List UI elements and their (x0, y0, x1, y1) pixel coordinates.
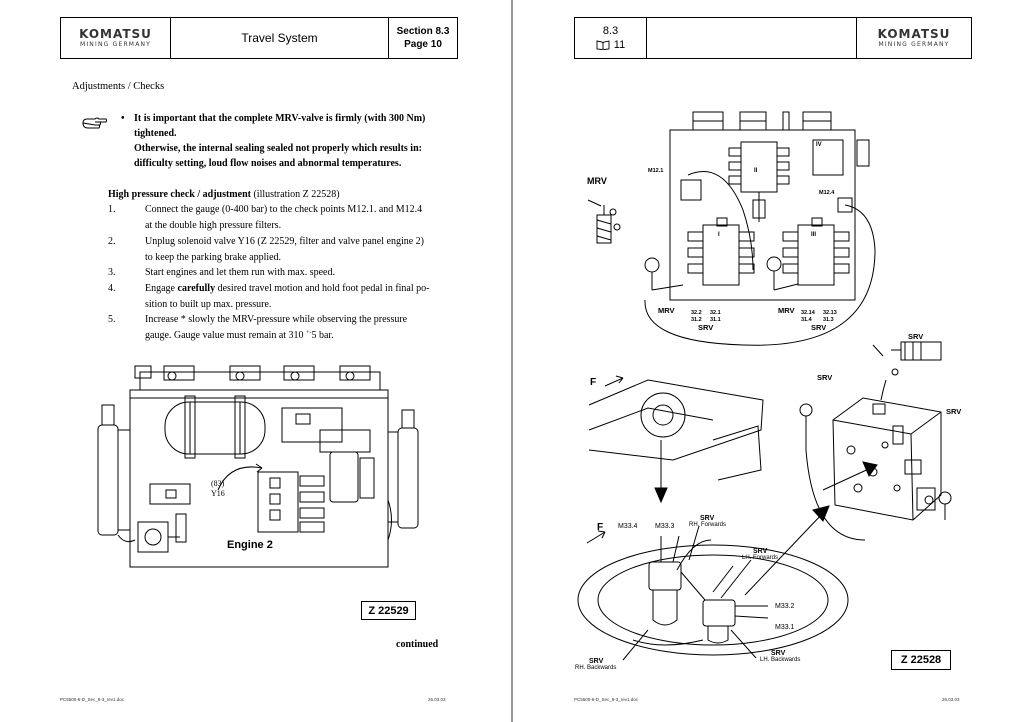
footer-filename: PC5500-6-D_Sec_8-3_rev1.doc (60, 697, 125, 702)
label-srv-block-top: SRV (817, 373, 833, 382)
label-32-2: 32.2 (691, 310, 702, 316)
step-text: Start engines and let them run with max.… (145, 267, 335, 278)
filter-valve-panel-illustration (97, 365, 419, 568)
check-subheading: High pressure check / adjustment (illust… (108, 189, 340, 200)
label-31-4: 31.4 (801, 317, 812, 323)
figure-id-z22529: Z 22529 (361, 601, 416, 620)
label-srv-rh-backwards: SRV (589, 658, 604, 665)
label-mrv: MRV (587, 176, 607, 186)
label-roman-3: III (811, 232, 817, 238)
label-srv-detail: SRV (908, 332, 924, 341)
step-number: 4. (108, 283, 116, 294)
komatsu-logo: KOMATSU MINING GERMANY (61, 18, 171, 58)
step-text: Increase * slowly the MRV-pressure while… (145, 314, 408, 341)
left-page-header: KOMATSU MINING GERMANY Travel System Sec… (60, 17, 458, 59)
label-srv-rh-forwards: SRV (700, 515, 715, 522)
label-31-1: 31.1 (710, 317, 721, 323)
label-f-bottom: F (597, 522, 604, 533)
header-blank (647, 18, 857, 58)
label-roman-2: II (754, 168, 758, 174)
label-srv-panel-1: SRV (698, 323, 714, 332)
step-text: Engage carefully desired travel motion a… (145, 283, 430, 310)
section-page-ref: Section 8.3 Page 10 (396, 26, 450, 50)
label-m33-3: M33.3 (655, 523, 675, 530)
label-rh-forwards: RH. Forwards (689, 522, 727, 528)
label-roman-4: IV (816, 142, 822, 148)
label-m33-1: M33.1 (775, 624, 795, 631)
callout-83: (83) (211, 479, 225, 488)
footer-date: 26.03.03 (942, 697, 960, 702)
left-page: KOMATSU MINING GERMANY Travel System Sec… (0, 0, 511, 722)
step-number: 3. (108, 267, 116, 278)
label-srv-lh-backwards: SRV (771, 650, 786, 657)
label-srv-block-right: SRV (946, 407, 962, 416)
section-title: Travel System (171, 18, 389, 58)
label-roman-1: I (718, 232, 720, 238)
notice-bullet: • (121, 113, 125, 124)
step-number: 2. (108, 236, 116, 247)
label-32-14: 32.14 (801, 310, 815, 316)
footer-date: 26.03.03 (428, 697, 446, 702)
hydraulic-schematic-illustration (577, 111, 952, 661)
label-srv-lh-forwards: SRV (753, 548, 768, 555)
label-mrv-panel-2: MRV (778, 306, 795, 315)
step-number: 1. (108, 204, 116, 215)
section-page-ref: 8.3 11 (575, 18, 647, 58)
step-text: Unplug solenoid valve Y16 (Z 22529, filt… (145, 236, 424, 263)
label-32-13: 32.13 (823, 310, 837, 316)
label-m33-4: M33.4 (618, 523, 638, 530)
label-lh-forwards: LH. Forwards (742, 555, 779, 561)
label-m121: M12.1 (648, 168, 664, 174)
right-page: 8.3 11 KOMATSU MINING GERMANY (513, 0, 1024, 722)
label-srv-panel-2: SRV (811, 323, 827, 332)
notice-text: It is important that the complete MRV-va… (134, 113, 426, 169)
footer-filename: PC5500-6-D_Sec_8-3_rev1.doc (574, 697, 639, 702)
page-heading: Adjustments / Checks (72, 81, 165, 92)
komatsu-logo: KOMATSU MINING GERMANY (877, 27, 951, 48)
label-lh-backwards: LH. Backwards (760, 657, 801, 663)
callout-y16: Y16 (211, 489, 225, 498)
right-page-header: 8.3 11 KOMATSU MINING GERMANY (574, 17, 972, 59)
label-31-3: 31.3 (823, 317, 834, 323)
engine-label: Engine 2 (227, 539, 273, 551)
page-divider (511, 0, 513, 722)
label-m124: M12.4 (819, 190, 835, 196)
step-number: 5. (108, 314, 116, 325)
label-m33-2: M33.2 (775, 603, 795, 610)
label-31-2: 31.2 (691, 317, 702, 323)
label-32-1: 32.1 (710, 310, 721, 316)
continued-label: continued (396, 639, 439, 650)
label-f-top: F (590, 377, 597, 388)
step-text: Connect the gauge (0-400 bar) to the che… (145, 204, 423, 231)
pointing-hand-icon (82, 117, 107, 129)
figure-id-z22528: Z 22528 (891, 650, 951, 670)
book-icon (596, 40, 610, 50)
label-rh-backwards: RH. Backwards (575, 665, 617, 671)
label-mrv-panel-1: MRV (658, 306, 675, 315)
